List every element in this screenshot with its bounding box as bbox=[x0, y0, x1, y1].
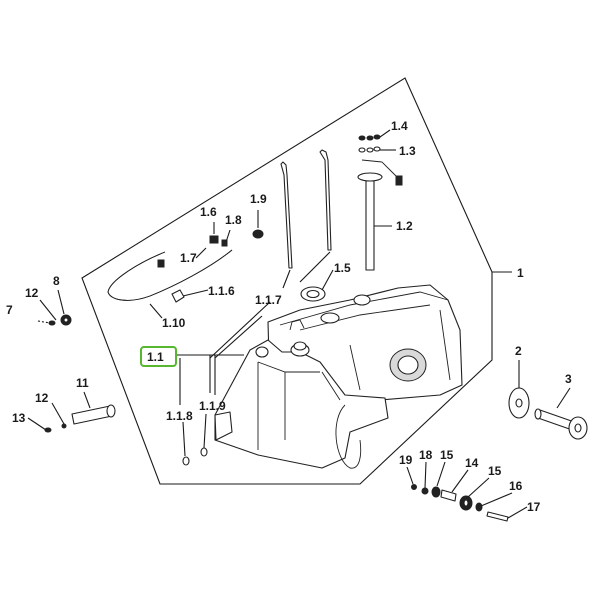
callout-1: 1 bbox=[517, 266, 524, 280]
callout-1-7: 1.7 bbox=[180, 251, 197, 265]
callout-13: 13 bbox=[12, 411, 26, 425]
callout-1-9: 1.9 bbox=[250, 192, 267, 206]
expansion-tank bbox=[214, 339, 389, 469]
part-19-nut bbox=[411, 484, 417, 490]
part-7-screw bbox=[37, 320, 56, 326]
callout-1-10: 1.10 bbox=[162, 316, 186, 330]
callout-16: 16 bbox=[509, 479, 523, 493]
callout-1-6: 1.6 bbox=[200, 205, 217, 219]
callout-18: 18 bbox=[419, 448, 433, 462]
part-13-screw bbox=[44, 427, 52, 433]
callout-2: 2 bbox=[515, 344, 522, 358]
part-3-pin bbox=[534, 408, 588, 440]
part-2-washer bbox=[508, 387, 530, 419]
callout-11: 11 bbox=[76, 376, 89, 390]
part-11-sleeve bbox=[71, 404, 116, 425]
part-17-bolt bbox=[486, 511, 509, 522]
callout-1-2: 1.2 bbox=[396, 219, 413, 233]
callout-17: 17 bbox=[527, 500, 541, 514]
callout-1-1-7: 1.1.7 bbox=[255, 293, 282, 307]
part-15-bushing-b bbox=[459, 495, 473, 511]
callout-highlight bbox=[140, 346, 177, 367]
callout-1-4: 1.4 bbox=[391, 119, 408, 133]
callout-3: 3 bbox=[565, 372, 572, 386]
fuel-level-sensor bbox=[357, 159, 403, 271]
part-1-1-9-fitting bbox=[200, 447, 208, 457]
part-1-1-8-fitting bbox=[182, 456, 190, 466]
part-12-washer bbox=[61, 423, 67, 429]
callout-7: 7 bbox=[6, 303, 13, 317]
part-15-bushing bbox=[431, 486, 441, 498]
callout-1-1-6: 1.1.6 bbox=[208, 284, 235, 298]
callout-12-lower: 12 bbox=[35, 391, 49, 405]
callout-1-1: 1.1 bbox=[147, 350, 164, 364]
fuel-hose bbox=[107, 229, 264, 303]
part-18-washer bbox=[421, 487, 429, 495]
callout-15-right: 15 bbox=[488, 464, 502, 478]
callout-8: 8 bbox=[53, 274, 60, 288]
sensor-screws bbox=[358, 134, 381, 153]
callout-15-left: 15 bbox=[440, 448, 454, 462]
breather-tubes bbox=[280, 149, 332, 269]
callout-1-1-9: 1.1.9 bbox=[199, 399, 226, 413]
callout-14: 14 bbox=[465, 456, 479, 470]
callout-12-upper: 12 bbox=[25, 286, 39, 300]
leader-lines bbox=[27, 129, 571, 519]
callout-1-3: 1.3 bbox=[399, 144, 416, 158]
part-16-washer bbox=[475, 502, 483, 512]
callout-1-8: 1.8 bbox=[225, 213, 242, 227]
part-8-nut bbox=[60, 314, 72, 326]
part-14-spacer bbox=[440, 489, 457, 502]
callout-1-1-8: 1.1.8 bbox=[166, 409, 193, 423]
callout-19: 19 bbox=[399, 453, 413, 467]
tank-filler-neck bbox=[320, 312, 340, 324]
gasket bbox=[300, 286, 326, 302]
callout-1-5: 1.5 bbox=[334, 261, 351, 275]
